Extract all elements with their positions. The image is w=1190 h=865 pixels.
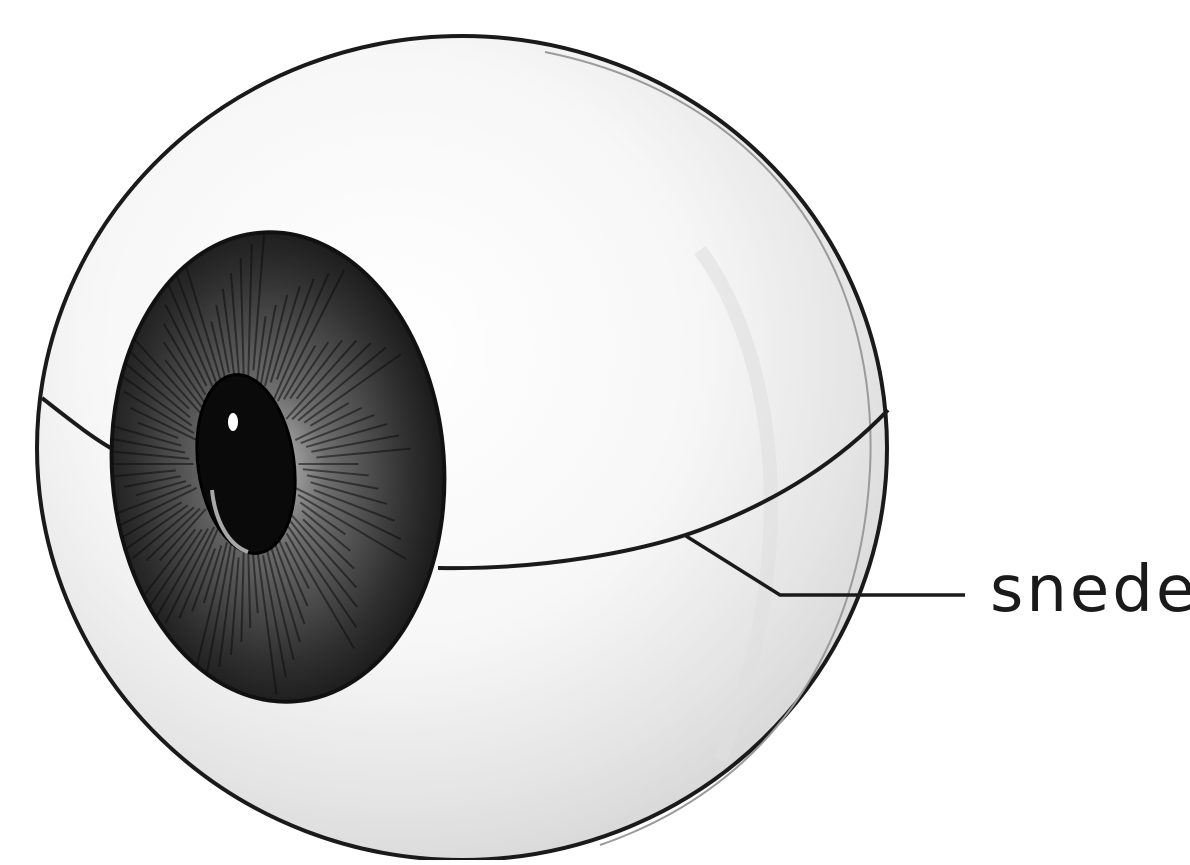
label-snede: snede: [990, 558, 1190, 622]
